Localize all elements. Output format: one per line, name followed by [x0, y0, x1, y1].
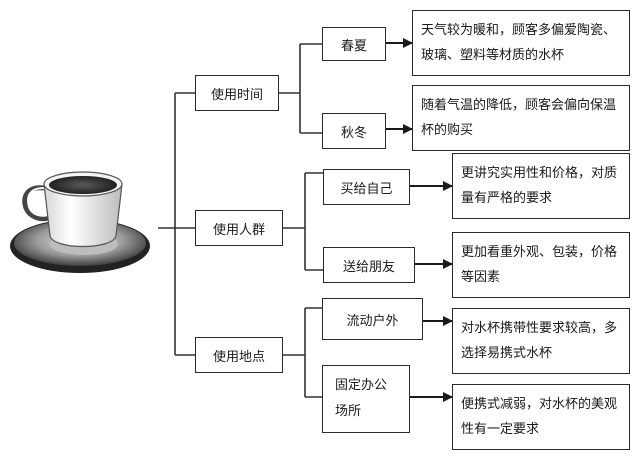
- branch-spring-summer: 春夏: [322, 27, 386, 61]
- desc-autumn-winter: 随着气温的降低，顾客会偏向保温杯的购买: [412, 85, 630, 151]
- branch-autumn-winter: 秋冬: [322, 113, 386, 149]
- desc-text: 便携式减弱，对水杯的美观性有一定要求: [461, 397, 618, 437]
- category-label: 使用地点: [212, 349, 265, 365]
- desc-text: 更加看重外观、包装，价格等因素: [461, 245, 618, 285]
- desc-text: 天气较为暖和，顾客多偏爱陶瓷、玻璃、塑料等材质的水杯: [421, 23, 617, 63]
- desc-fixed-office: 便携式减弱，对水杯的美观性有一定要求: [452, 384, 630, 450]
- desc-text: 对水杯携带性要求较高，多选择易携式水杯: [461, 321, 618, 361]
- place-bracket: [283, 307, 322, 398]
- desc-for-self: 更讲究实用性和价格，对质量有严格的要求: [452, 153, 630, 219]
- category-user-group: 使用人群: [195, 210, 283, 246]
- branch-for-self: 买给自己: [323, 169, 410, 205]
- branch-label: 春夏: [340, 38, 367, 54]
- root-bracket: [158, 92, 195, 356]
- category-label: 使用时间: [210, 87, 263, 103]
- branch-label: 送给朋友: [342, 259, 395, 275]
- branch-label: 买给自己: [340, 181, 393, 197]
- branch-fixed-office: 固定办公场所: [322, 365, 410, 433]
- category-usage-time: 使用时间: [195, 75, 279, 111]
- desc-spring-summer: 天气较为暖和，顾客多偏爱陶瓷、玻璃、塑料等材质的水杯: [412, 10, 630, 76]
- branch-outdoor: 流动户外: [322, 298, 423, 340]
- category-label: 使用人群: [212, 222, 265, 238]
- branch-for-friend: 送给朋友: [323, 247, 415, 283]
- desc-for-friend: 更加看重外观、包装，价格等因素: [452, 232, 630, 298]
- desc-text: 随着气温的降低，顾客会偏向保温杯的购买: [421, 98, 617, 138]
- coffee-cup-icon: [10, 171, 150, 273]
- desc-text: 更讲究实用性和价格，对质量有严格的要求: [461, 166, 618, 206]
- desc-outdoor: 对水杯携带性要求较高，多选择易携式水杯: [452, 308, 630, 374]
- time-bracket: [278, 43, 322, 134]
- branch-label: 固定办公场所: [335, 378, 388, 419]
- crowd-bracket: [283, 172, 323, 271]
- category-usage-place: 使用地点: [195, 337, 283, 373]
- branch-label: 秋冬: [340, 125, 367, 141]
- branch-label: 流动户外: [346, 313, 399, 329]
